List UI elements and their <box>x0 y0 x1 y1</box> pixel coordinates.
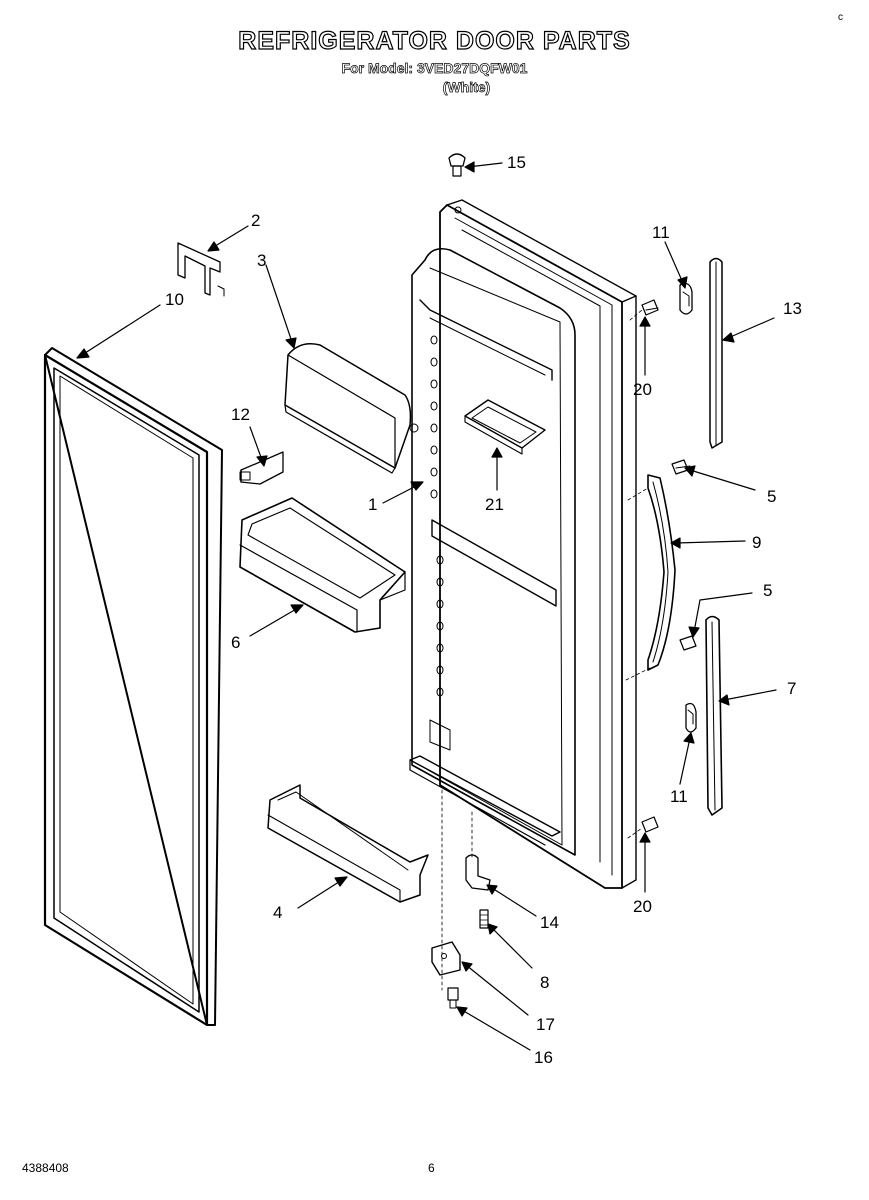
upper-bin-part <box>284 343 419 474</box>
small-tray-part <box>464 399 546 455</box>
color-line: (White) <box>442 79 491 96</box>
hinge-pin-part <box>465 854 491 891</box>
door-handle-part <box>647 474 676 671</box>
callout-13: 13 <box>783 299 802 318</box>
small-clip-part <box>239 451 284 485</box>
alignment-lines <box>441 309 651 991</box>
callout-9: 9 <box>752 533 761 552</box>
leader-lines <box>76 161 777 1051</box>
hinge-bracket-part <box>431 941 461 976</box>
lower-bin-part <box>267 784 429 903</box>
door-gasket-part <box>43 347 223 1027</box>
document-number: 4388408 <box>22 1161 69 1175</box>
callout-11-upper: 11 <box>652 223 670 242</box>
callout-2: 2 <box>251 211 260 230</box>
callout-12: 12 <box>231 405 250 424</box>
corner-mark: c <box>838 12 843 23</box>
callout-16: 17 <box>536 1015 555 1034</box>
callout-15: 16 <box>534 1048 553 1067</box>
callout-5-lower: 5 <box>763 581 772 600</box>
bracket-clip-part <box>177 242 225 297</box>
model-line: For Model: 3VED27DQFW01 <box>341 60 528 77</box>
callout-1: 1 <box>368 495 377 514</box>
large-bin-part <box>239 497 406 633</box>
callout-11-lower: 11 <box>670 787 688 806</box>
callout-10: 8 <box>540 973 549 992</box>
handle-screw-lower-part <box>679 635 697 651</box>
screw-lower-part <box>641 816 659 833</box>
callout-7: 7 <box>787 679 796 698</box>
callout-3: 3 <box>257 251 266 270</box>
top-plug-part <box>448 153 466 177</box>
callout-8: 10 <box>165 290 184 309</box>
door-liner-part <box>409 199 637 889</box>
clip-lower-part <box>685 702 697 733</box>
hinge-screw-part <box>479 909 489 929</box>
screw-upper-part <box>641 299 659 316</box>
callout-4: 4 <box>273 903 282 922</box>
trim-strip-lower-part <box>705 615 723 816</box>
trim-strip-upper-part <box>709 257 723 449</box>
callout-6: 6 <box>231 633 240 652</box>
page-number: 6 <box>428 1161 435 1175</box>
callout-20-lower: 20 <box>633 897 652 916</box>
page-title: REFRIGERATOR DOOR PARTS <box>238 26 631 55</box>
callout-5-upper: 5 <box>767 487 776 506</box>
hinge-bolt-part <box>447 987 459 1009</box>
clip-upper-part <box>679 282 693 315</box>
callout-17: 15 <box>507 153 526 172</box>
callout-21: 21 <box>485 495 504 514</box>
callout-20-upper: 20 <box>633 380 652 399</box>
callout-14: 14 <box>540 913 559 932</box>
